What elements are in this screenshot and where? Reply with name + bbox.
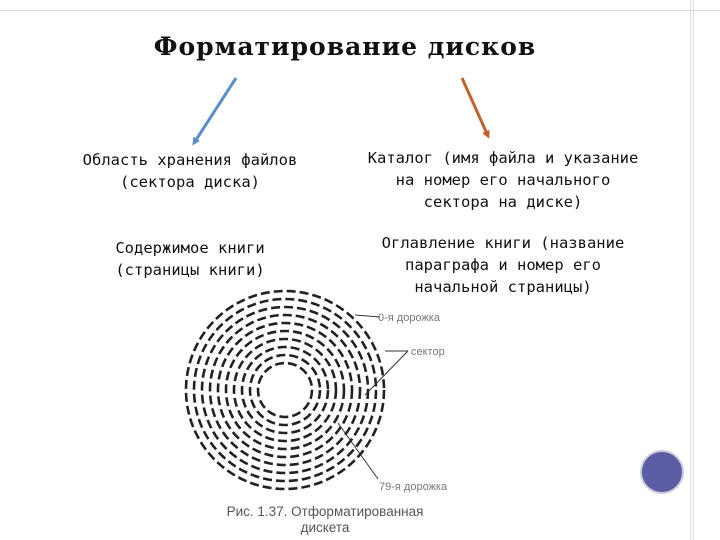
track79-pointer xyxy=(337,422,379,480)
track79-label: 79-я дорожка xyxy=(379,481,448,493)
slide-top-border xyxy=(0,0,720,11)
disk-track-9 xyxy=(256,361,314,419)
right-arrow xyxy=(460,77,490,139)
book-contents-text: Оглавление книги (название параграфа и н… xyxy=(381,234,625,296)
floppy-disk-diagram: 0-я дорожка сектор 79-я дорожка xyxy=(184,289,448,493)
track0-label: 0-я дорожка xyxy=(378,312,441,324)
disk-track-0 xyxy=(184,289,386,491)
disk-track-3 xyxy=(208,313,362,467)
decorative-circle xyxy=(640,450,684,494)
disk-track-2 xyxy=(200,305,370,475)
track0-leader xyxy=(354,314,381,318)
disk-tracks xyxy=(184,289,386,491)
slide-right-border xyxy=(690,0,694,540)
slide-title: Форматирование дисков xyxy=(153,32,537,61)
disk-track-4 xyxy=(216,321,354,459)
disk-track-5 xyxy=(224,329,346,451)
catalog-text: Каталог (имя файла и указание на номер е… xyxy=(367,149,639,211)
disk-track-6 xyxy=(232,337,338,443)
figure-caption: Рис. 1.37. Отформатированная дискета xyxy=(226,504,424,535)
storage-area-text: Область хранения файлов (сектора диска) xyxy=(82,151,298,191)
book-content-text: Содержимое книги (страницы книги) xyxy=(115,239,265,279)
sector-label: сектор xyxy=(411,346,445,358)
disk-track-8 xyxy=(248,353,322,427)
sector-pointer xyxy=(364,350,409,396)
disk-track-1 xyxy=(192,297,378,483)
left-arrow xyxy=(192,77,238,146)
disk-track-7 xyxy=(240,345,330,435)
